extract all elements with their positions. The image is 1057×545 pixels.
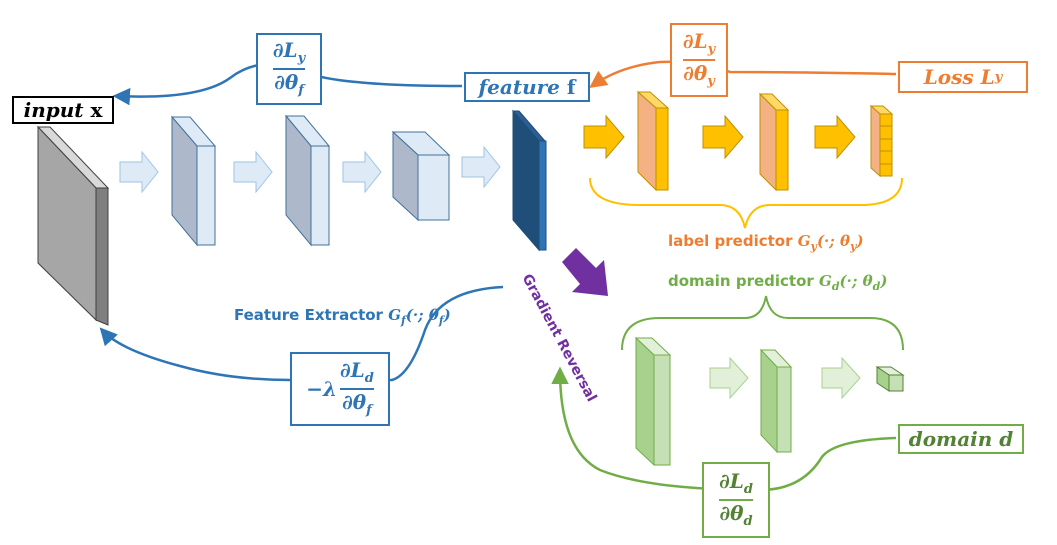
grad-ly-thetay-den: ∂θ [683,61,708,85]
grad-ly-thetaf-num: ∂L [272,38,298,63]
input-image-slab [36,125,110,326]
grad-ly-thetay-den-sub: y [707,74,715,89]
grad-ld-thetad: ∂Ld ∂θd [702,462,770,538]
loss-sub: y [994,69,1003,85]
grad-prefix: −λ [306,377,337,401]
dp-sub2: d [872,280,881,293]
fe-close: ) [443,306,451,324]
feature-extractor-layer-3 [391,130,451,222]
lp-sub2: y [850,240,857,253]
domain-predictor-label: domain predictor Gd(·; θd) [668,272,887,293]
grad-ly-thetaf: ∂Ly ∂θf [256,33,322,105]
loss-sym: L [980,65,995,89]
label-predictor-layer-1 [636,90,670,192]
grad-neg-den: ∂θ [342,390,367,414]
grad-neg-den-sub: f [366,403,372,418]
grad-ly-thetay-num-sub: y [707,42,716,58]
domain-predictor-brace [621,295,904,351]
grad-neg-num: ∂L [339,358,365,383]
grad-ld-thetad-num: ∂L [719,469,744,494]
grad-ld-thetad-den: ∂θ [719,501,744,525]
domain-predictor-output [875,366,905,392]
dp-math: G [819,272,832,290]
lp-flow-arrow-3 [814,114,856,160]
lp-flow-arrow-2 [702,114,744,160]
domain-d-label: domain d [898,424,1024,454]
dp-text: domain predictor [668,272,814,290]
domain-sym: d [999,427,1014,451]
dp-flow-arrow-1 [709,356,749,400]
feature-extractor-label: Feature Extractor Gf(·; θf) [234,306,451,327]
loss-var: Loss [923,65,974,89]
grad-neg-num-sub: d [364,371,374,387]
fe-flow-arrow-2 [233,150,273,194]
label-predictor-brace [589,177,903,229]
grad-ly-thetaf-den-sub: f [298,83,304,98]
domain-predictor-layer-2 [759,348,793,454]
grad-neg-lambda-ld-thetaf: −λ ∂Ld ∂θf [290,352,390,426]
feature-extractor-layer-1 [170,115,217,247]
label-predictor-layer-2 [758,92,790,192]
fe-math: G [388,306,401,324]
feature-sym: f [566,75,576,99]
fe-flow-arrow-3 [342,150,382,194]
grad-ld-thetad-den-sub: d [743,514,753,529]
dp-close: ) [880,272,888,290]
fe-args: (·; θ [405,306,439,324]
dp-args: (·; θ [839,272,873,290]
feature-var: feature [478,75,560,99]
fe-sub2: f [438,314,444,327]
feature-extractor-layer-2 [284,114,331,247]
input-x-label: input x [12,96,114,124]
lp-close: ) [856,232,864,250]
grad-ld-thetad-num-sub: d [743,482,753,498]
fe-flow-arrow-4 [461,145,501,189]
backprop-path-label-loss [589,60,897,89]
fe-text: Feature Extractor [234,306,383,324]
feature-vector-block [511,109,547,252]
input-var: input [23,98,84,122]
grad-ly-thetay-num: ∂L [682,29,708,54]
grad-ly-thetaf-num-sub: y [297,51,306,67]
lp-math: G [797,232,811,250]
fe-flow-arrow-1 [119,150,159,194]
lp-text: label predictor [668,232,793,250]
dp-flow-arrow-2 [821,356,861,400]
label-predictor-output [869,104,894,178]
grad-ly-thetaf-den: ∂θ [274,70,299,94]
lp-sub: y [810,240,817,253]
input-sym: x [90,98,103,122]
label-predictor-label: label predictor Gy(·; θy) [668,232,864,253]
lp-args: (·; θ [816,232,851,250]
feature-f-label: feature f [464,72,590,102]
gradient-reversal-arrow [562,248,608,296]
domain-var: domain [908,427,993,451]
fe-sub: f [401,314,406,327]
domain-predictor-layer-1 [634,336,672,467]
dp-sub: d [831,280,840,293]
grad-ly-thetay: ∂Ly ∂θy [670,23,728,97]
lp-flow-arrow-1 [583,114,625,160]
